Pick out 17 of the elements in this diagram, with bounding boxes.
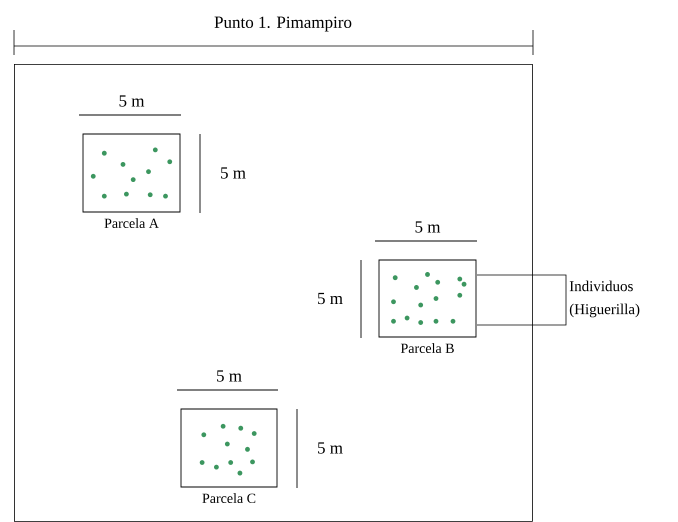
title: Punto 1. Pimampiro [214, 16, 352, 32]
plot-box: Parcela B [378, 260, 476, 354]
plot-box: Parcela A [82, 134, 180, 228]
node-label: Parcela B [400, 343, 454, 354]
dimension-label: 5 m [221, 167, 246, 179]
node-label: Parcela C [202, 493, 256, 504]
dimension-label: 5 m [416, 221, 440, 233]
node-label: Parcela A [104, 218, 159, 228]
dimension-label: 5 m [120, 95, 144, 107]
dimension-label: 5 m [217, 370, 242, 382]
dimension-label: 5 m [318, 442, 343, 454]
callout-text: Individuos (Higuerilla) [570, 280, 640, 318]
dimension-label: 5 m [318, 292, 343, 304]
site-boundary [14, 64, 533, 522]
leader-line [476, 298, 566, 326]
leader-line [476, 274, 566, 300]
plot-box: Parcela C [180, 408, 278, 504]
